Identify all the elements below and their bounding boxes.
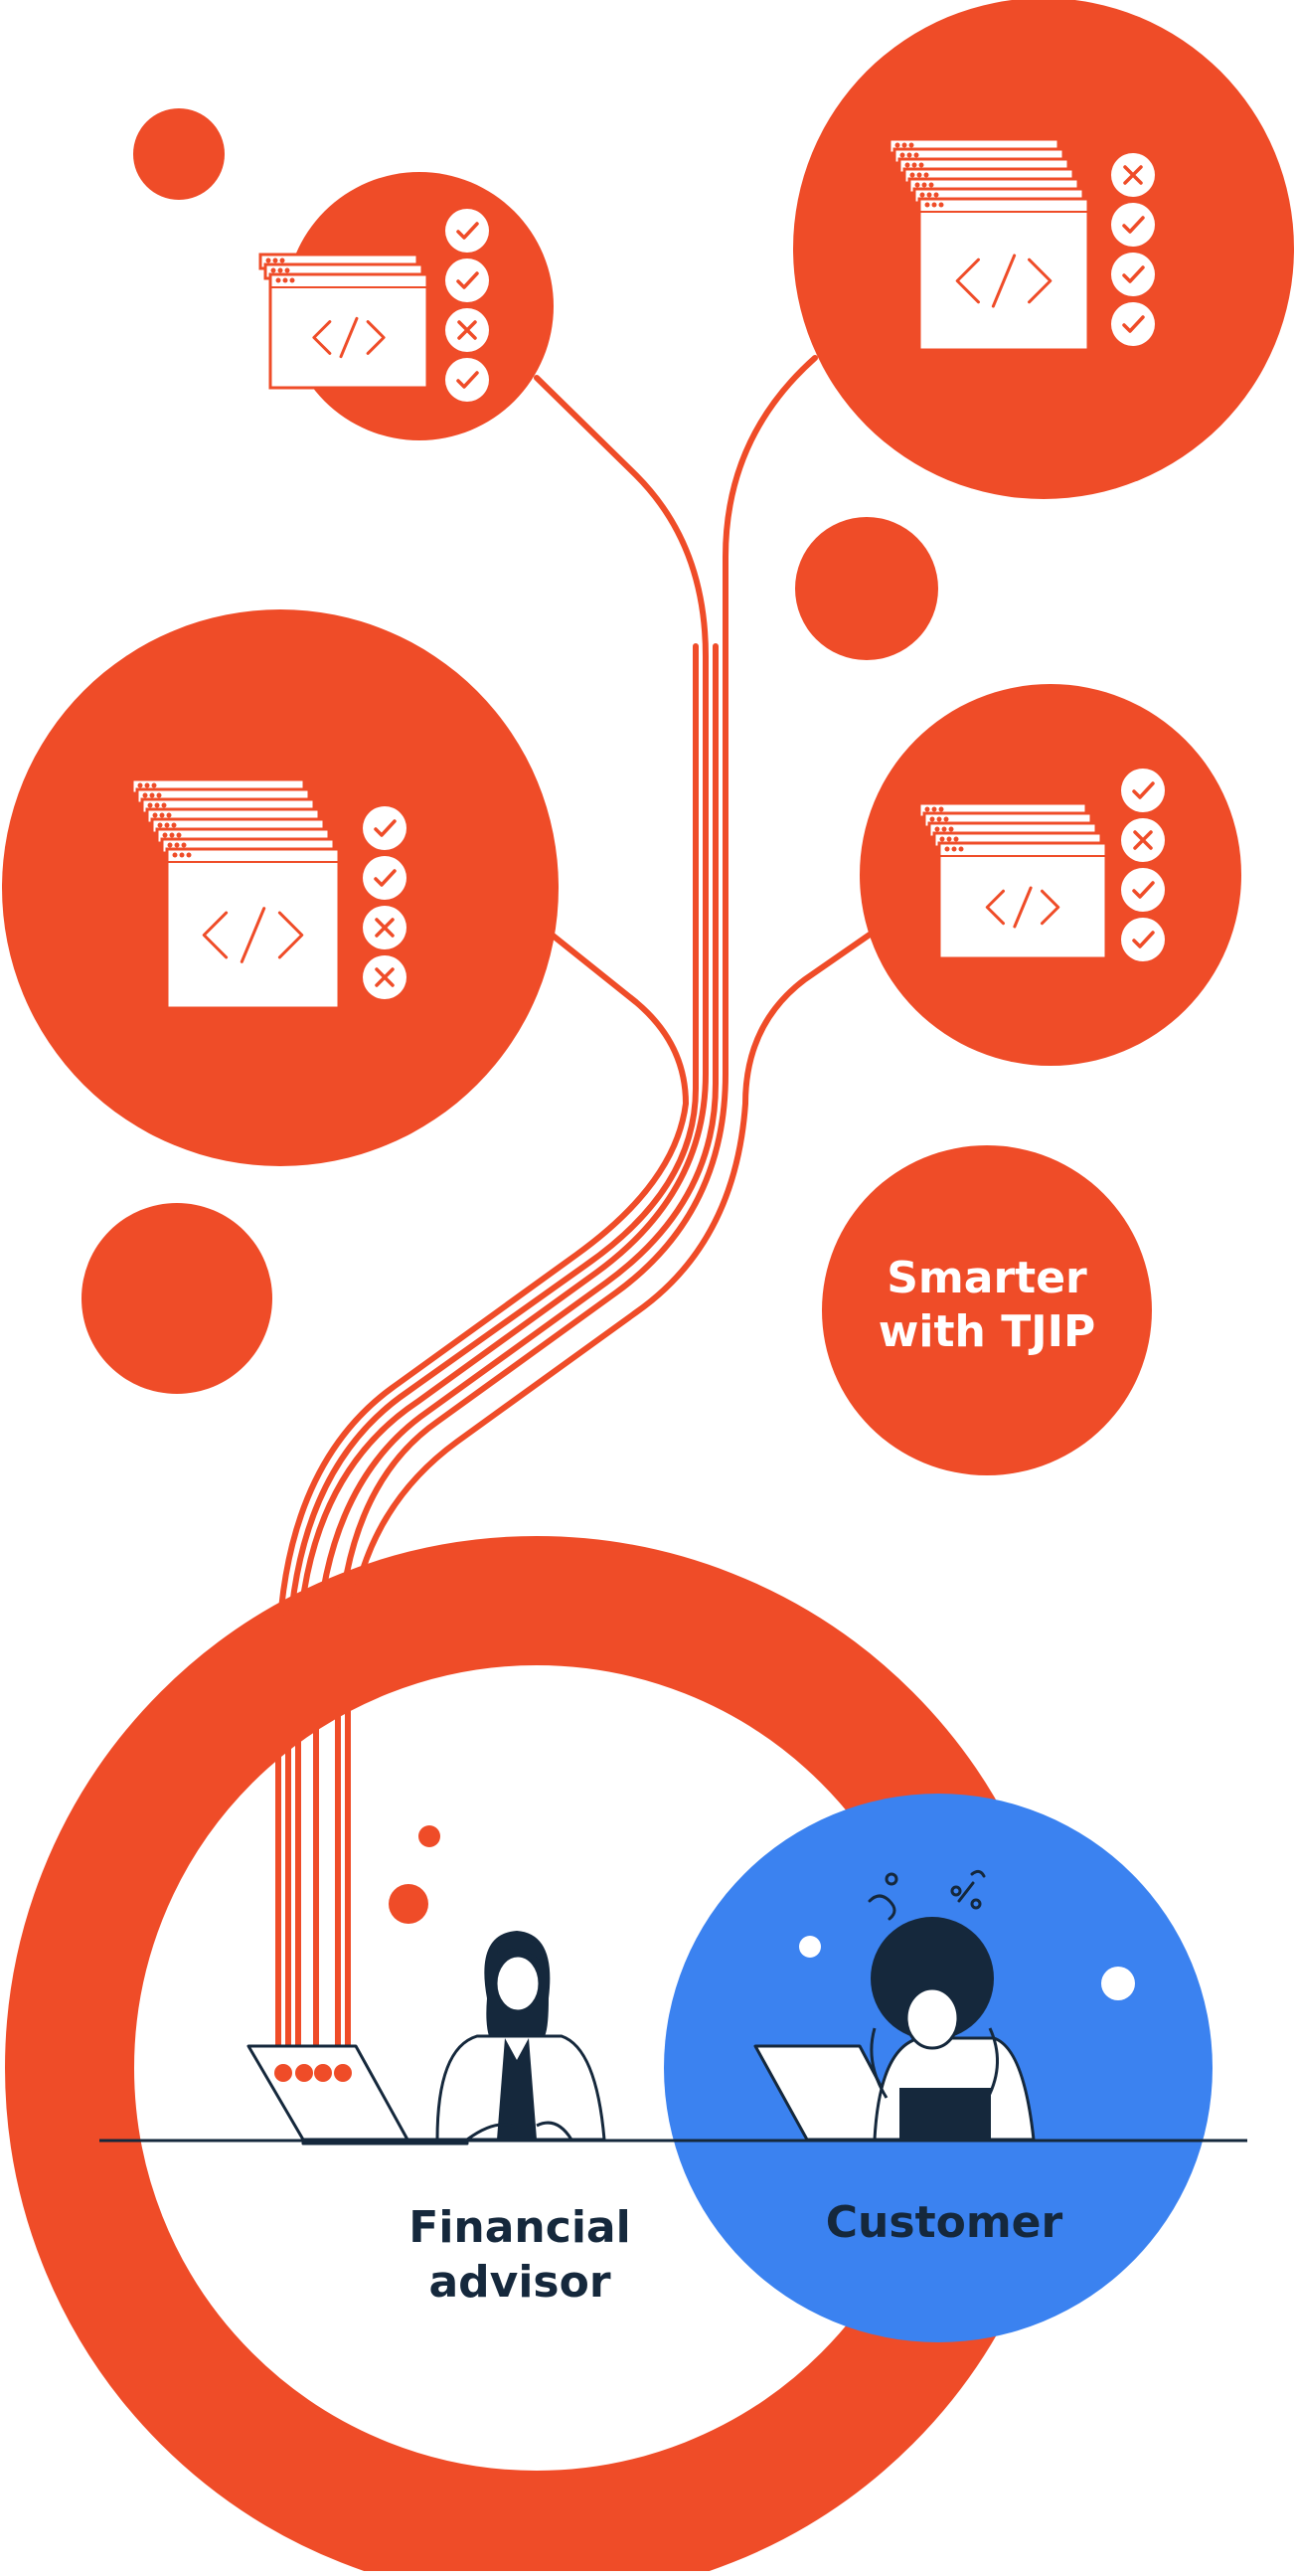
- node-top-left-status-column: [445, 209, 489, 402]
- check-icon: [445, 209, 489, 253]
- check-icon: [445, 358, 489, 402]
- customer-figure: [868, 1869, 1036, 2142]
- cross-icon: [1111, 153, 1155, 197]
- code-window-icon: [165, 847, 341, 1010]
- decor-dot-left: [81, 1203, 272, 1394]
- advisor-laptop: [246, 2044, 469, 2146]
- financial-advisor-label-line1: Financial: [408, 2202, 630, 2253]
- financial-advisor-label-line2: advisor: [428, 2257, 610, 2308]
- decor-dot-small-2: [389, 1884, 428, 1924]
- cross-icon: [363, 906, 406, 949]
- node-middle-right-code-window-stack: [917, 801, 1108, 960]
- smarter-badge-line1: Smarter: [887, 1253, 1087, 1303]
- smarter-badge: [822, 1145, 1152, 1475]
- connector-lines: [275, 355, 873, 2071]
- smarter-badge-line2: with TJIP: [879, 1306, 1095, 1357]
- decor-dot-center: [795, 517, 938, 660]
- financial-advisor-figure: [435, 1931, 606, 2142]
- check-icon: [1121, 918, 1165, 961]
- code-window-stacks: [130, 137, 1108, 1010]
- check-icon: [1111, 302, 1155, 346]
- customer-label: Customer: [826, 2197, 1063, 2248]
- check-icon: [1121, 868, 1165, 912]
- node-middle-left-status-column: [363, 806, 406, 999]
- node-middle-right-status-column: [1121, 769, 1165, 961]
- check-icon: [445, 258, 489, 302]
- cross-icon: [363, 955, 406, 999]
- cross-icon: [1121, 818, 1165, 862]
- code-window-icon: [268, 272, 429, 390]
- status-icon-columns: [363, 153, 1165, 999]
- node-middle-left-code-window-stack: [130, 777, 341, 1010]
- node-top-right-status-column: [1111, 153, 1155, 346]
- cross-icon: [445, 308, 489, 352]
- code-window-icon: [917, 197, 1090, 352]
- decor-dot-small-1: [418, 1825, 440, 1847]
- check-icon: [1121, 769, 1165, 812]
- check-icon: [1111, 203, 1155, 247]
- node-top-right-code-window-stack: [888, 137, 1090, 352]
- code-window-icon: [937, 841, 1108, 960]
- node-top-left-code-window-stack: [258, 253, 429, 390]
- decor-dot-white-2: [1101, 1967, 1135, 2000]
- check-icon: [1111, 253, 1155, 296]
- decor-dot-white-1: [799, 1936, 821, 1958]
- check-icon: [363, 806, 406, 850]
- check-icon: [363, 856, 406, 900]
- connector-terminals: [274, 2064, 352, 2082]
- decor-dot-top-left: [133, 108, 225, 200]
